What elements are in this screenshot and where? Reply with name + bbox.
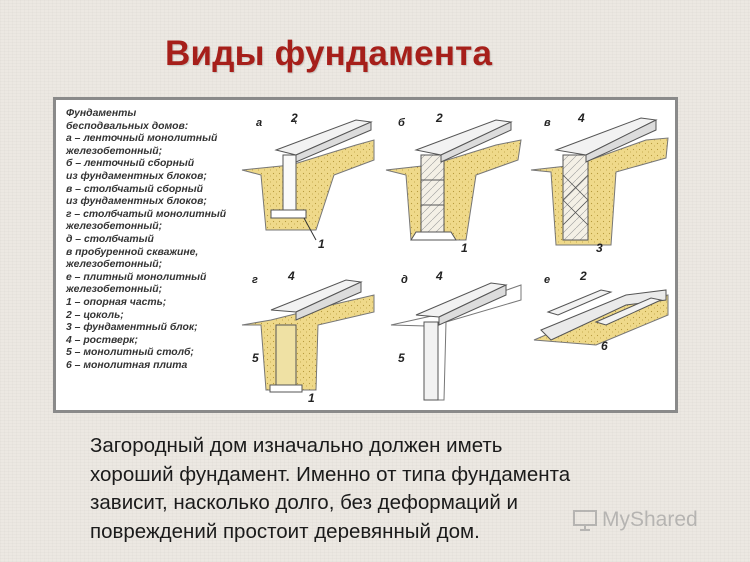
panel-letter: г — [252, 274, 258, 286]
caption-line: Загородный дом изначально должен иметь — [90, 434, 503, 457]
panel-g-column-monolithic: г 4 5 1 — [241, 269, 375, 405]
legend-line: из фундаментных блоков; — [66, 196, 207, 208]
legend-line: Фундаменты — [66, 108, 137, 119]
callout-number: 1 — [318, 237, 325, 251]
callout-number: 2 — [579, 269, 587, 283]
callout-number: 2 — [435, 111, 443, 125]
figure-legend: Фундаменты бесподвальных домов: а – лент… — [66, 108, 236, 372]
legend-line: 5 – монолитный столб; — [66, 347, 194, 359]
callout-number: 3 — [596, 241, 603, 255]
legend-line: бесподвальных домов: — [66, 120, 189, 132]
callout-number: 4 — [577, 111, 585, 125]
panel-letter: в — [544, 117, 551, 129]
callout-number: 4 — [287, 269, 295, 283]
caption-line: повреждений простоит деревянный дом. — [90, 519, 480, 543]
legend-line: из фундаментных блоков; — [66, 170, 207, 182]
callout-number: 5 — [398, 351, 405, 365]
legend-line: 4 – ростверк; — [66, 334, 138, 346]
legend-line: г – столбчатый монолитный — [66, 208, 227, 220]
legend-line: 1 – опорная часть; — [66, 296, 167, 308]
panel-e-slab: е 2 6 — [533, 269, 669, 353]
foundation-drawings: а 2 1 б 2 1 — [241, 111, 669, 405]
panel-letter: д — [401, 274, 408, 286]
caption-line: зависит, насколько долго, без деформаций… — [90, 491, 518, 514]
legend-line: железобетонный; — [66, 145, 163, 157]
legend-line: железобетонный; — [66, 284, 163, 296]
callout-number: 6 — [601, 339, 608, 353]
caption-text: Загородный дом изначально должен иметь х… — [90, 432, 690, 546]
legend-line: 3 – фундаментный блок; — [66, 322, 198, 334]
legend-line: в пробуренной скважине, — [66, 246, 199, 258]
legend-line: д – столбчатый — [66, 233, 154, 245]
legend-line: 2 – цоколь; — [66, 309, 124, 321]
panel-letter: е — [544, 274, 550, 286]
panel-letter: б — [398, 117, 406, 129]
legend-line: 6 – монолитная плита — [66, 359, 188, 371]
panel-letter: а — [256, 117, 262, 129]
legend-line: железобетонный; — [66, 259, 163, 271]
caption-line: хороший фундамент. Именно от типа фундам… — [90, 462, 571, 486]
watermark: MyShared — [572, 507, 698, 533]
presentation-icon — [573, 510, 597, 531]
legend-line: б – ленточный сборный — [66, 158, 195, 170]
slide-title: Виды фундамента — [165, 34, 493, 73]
panel-v-column-precast: в 4 3 — [530, 111, 669, 255]
legend-line: е – плитный монолитный — [66, 271, 207, 283]
panel-a-strip-monolithic: а 2 1 — [241, 111, 375, 251]
legend-line: в – столбчатый сборный — [66, 183, 204, 195]
callout-number: 5 — [252, 351, 259, 365]
panel-b-strip-precast: б 2 1 — [385, 111, 522, 255]
callout-number: 1 — [308, 391, 315, 405]
callout-number: 4 — [435, 269, 443, 283]
callout-number: 1 — [461, 241, 468, 255]
legend-line: железобетонный; — [66, 221, 163, 233]
panel-d-bored-pile: д 4 5 — [390, 269, 522, 401]
legend-line: а – ленточный монолитный — [66, 133, 218, 145]
foundation-types-figure: Фундаменты бесподвальных домов: а – лент… — [53, 97, 678, 413]
watermark-text: MyShared — [602, 508, 698, 531]
